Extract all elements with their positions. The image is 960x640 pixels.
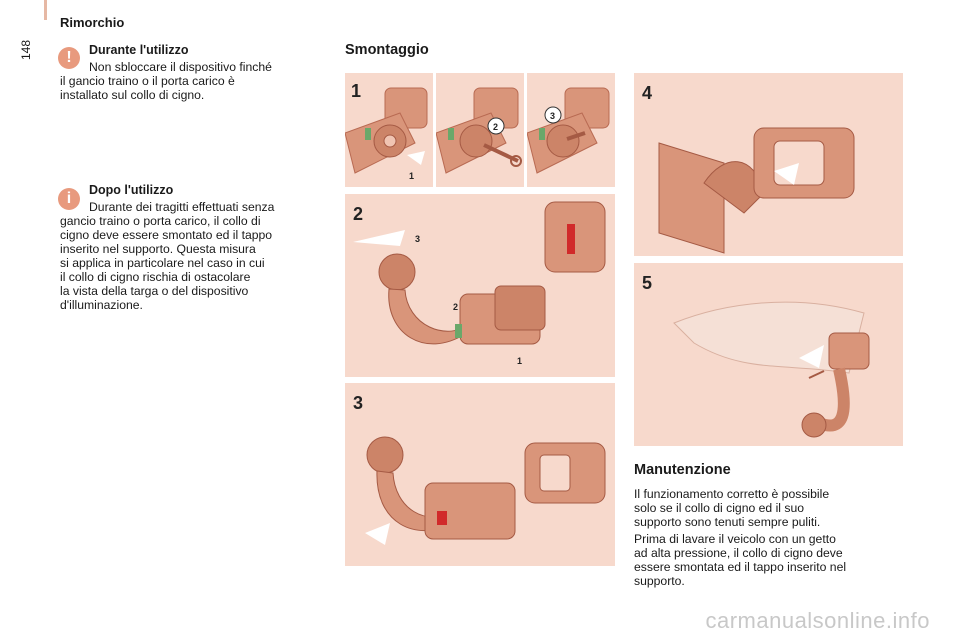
info-icon: i — [58, 188, 80, 210]
watermark: carmanualsonline.info — [705, 608, 930, 633]
callout-3: 3 — [415, 234, 420, 244]
info-line-7: la vista della targa o del dispositivo — [60, 284, 249, 298]
warning-icon: ! — [58, 47, 80, 69]
step1-panel-a: 1 1 — [345, 73, 433, 187]
info-line-3: cigno deve essere smontato ed il tappo — [60, 228, 273, 242]
warning-line-3: installato sul collo di cigno. — [60, 88, 205, 102]
step2-illustration: 2 3 2 1 — [353, 201, 606, 366]
callout-2: 2 — [493, 122, 498, 132]
step4-illustration: 4 — [642, 83, 855, 254]
step3-panel: 3 — [345, 383, 615, 566]
warning-note-title: Durante l'utilizzo — [89, 43, 189, 57]
maintenance-para1-line-2: solo se il collo di cigno ed il suo — [634, 501, 805, 515]
chapter-marker — [44, 0, 47, 20]
info-line-1: Durante dei tragitti effettuati senza — [89, 200, 275, 214]
step1-illustration-c: 3 — [527, 87, 610, 174]
maintenance-para2-line-3: essere smontata ed il tappo inserito nel — [634, 560, 847, 574]
maintenance-para1-line-3: supporto sono tenuti sempre puliti. — [634, 515, 821, 529]
maintenance-para1-line-1: Il funzionamento corretto è possibile — [634, 487, 830, 501]
warning-line-1: Non sbloccare il dispositivo finché — [89, 60, 272, 74]
callout-3: 3 — [550, 111, 555, 121]
section-title-manutenzione: Manutenzione — [634, 462, 731, 478]
callout-2: 2 — [453, 302, 458, 312]
info-line-8: d'illuminazione. — [60, 298, 143, 312]
info-note-title: Dopo l'utilizzo — [89, 183, 174, 197]
callout-1: 1 — [517, 356, 522, 366]
page-number: 148 — [19, 39, 33, 60]
info-line-6: il collo di cigno rischia di ostacolare — [60, 270, 251, 284]
callout-1: 1 — [409, 171, 414, 181]
maintenance-para2-line-2: ad alta pressione, il collo di cigno dev… — [634, 546, 843, 560]
step-number-4: 4 — [642, 83, 652, 103]
step1-panel-c: 3 — [527, 73, 615, 187]
step1-illustration-a: 1 1 — [345, 81, 428, 181]
step4-panel: 4 — [634, 73, 903, 256]
info-line-4: inserito nel supporto. Questa misura — [60, 242, 256, 256]
step-number-2: 2 — [353, 204, 363, 224]
info-line-2: gancio traino o porta carico, il collo d… — [60, 214, 261, 228]
step5-panel: 5 — [634, 263, 903, 446]
maintenance-para2-line-4: supporto. — [634, 574, 685, 588]
step5-illustration: 5 — [642, 273, 870, 438]
maintenance-para2-line-1: Prima di lavare il veicolo con un getto — [634, 532, 836, 546]
info-line-5: si applica in particolare nel caso in cu… — [60, 256, 265, 270]
step2-panel: 2 3 2 1 — [345, 194, 615, 377]
step-number-3: 3 — [353, 393, 363, 413]
warning-line-2: il gancio traino o il porta carico è — [60, 74, 235, 88]
chapter-title: Rimorchio — [60, 15, 125, 30]
step3-illustration: 3 — [353, 393, 606, 545]
step1-illustration-b: 2 — [436, 87, 522, 174]
section-title-smontaggio: Smontaggio — [345, 42, 429, 58]
step-number-1: 1 — [351, 81, 361, 101]
step-number-5: 5 — [642, 273, 652, 293]
step1-panel-b: 2 — [436, 73, 524, 187]
